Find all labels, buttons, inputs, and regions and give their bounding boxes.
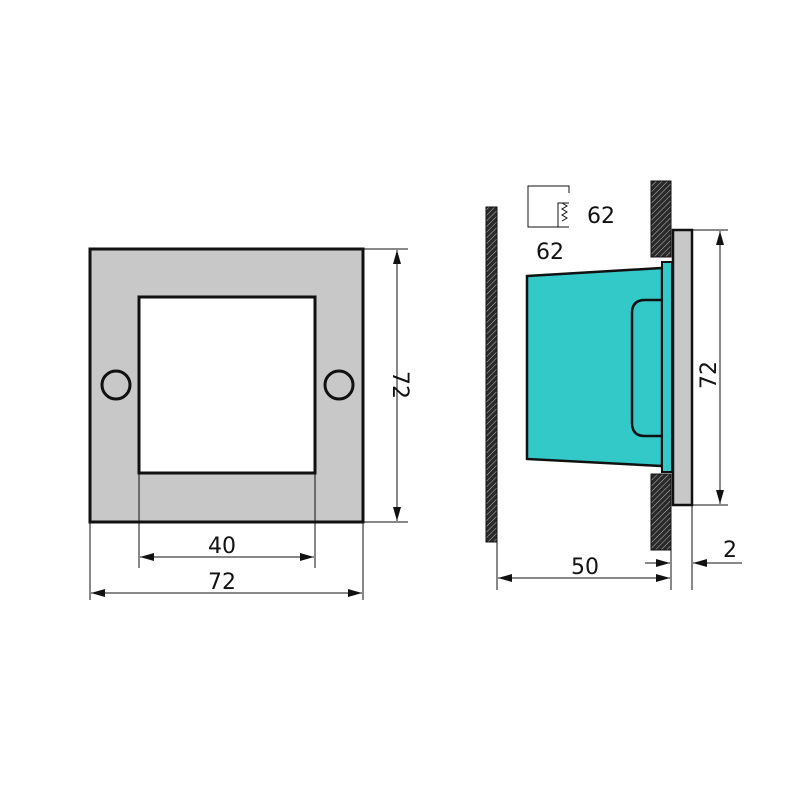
dimension-depth xyxy=(496,505,693,590)
lamp-flange xyxy=(661,261,673,473)
dimension-side-height xyxy=(692,229,728,506)
dimension-opening xyxy=(138,473,316,568)
lamp-recess xyxy=(630,298,662,438)
side-plate xyxy=(671,228,694,507)
side-view: 62 62 72 50 2 xyxy=(485,180,742,590)
back-wall xyxy=(485,206,498,543)
cutout-label: 62 xyxy=(587,204,615,229)
cutout-icon xyxy=(527,185,570,228)
side-height-label: 72 xyxy=(697,361,722,389)
cutout-depth-label: 62 xyxy=(536,240,564,265)
dimension-width xyxy=(89,522,364,600)
front-wall-bottom xyxy=(650,473,672,551)
light-window xyxy=(137,295,317,475)
side-depth-label: 50 xyxy=(571,555,599,580)
front-wall-top xyxy=(650,180,672,258)
side-thickness-label: 2 xyxy=(723,538,737,563)
front-height-label: 72 xyxy=(387,371,412,399)
screw-right-icon xyxy=(323,369,355,401)
dimension-height xyxy=(363,248,408,523)
front-view: 72 40 72 xyxy=(88,247,412,600)
screw-left-icon xyxy=(100,369,132,401)
front-width-label: 72 xyxy=(208,570,236,595)
front-opening-label: 40 xyxy=(208,534,236,559)
